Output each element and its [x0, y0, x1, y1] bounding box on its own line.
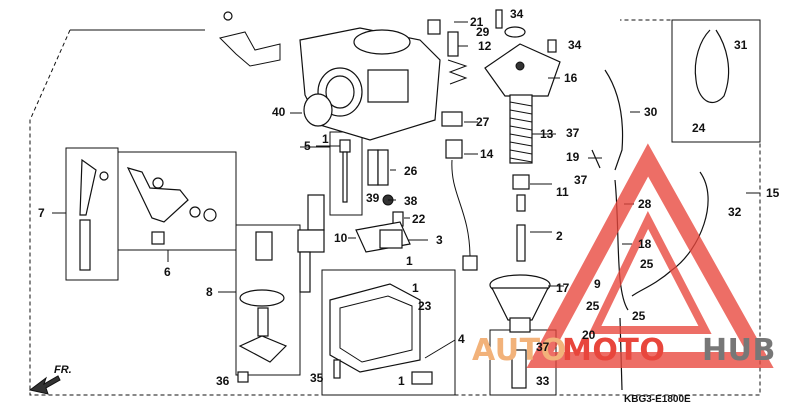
callout-22: 22	[412, 212, 426, 226]
callout-4: 4	[458, 332, 465, 346]
callout-18: 18	[638, 237, 652, 251]
callout-25-2: 25	[586, 299, 600, 313]
watermark-text-hub: HUB	[702, 333, 776, 368]
hose-19	[591, 149, 601, 169]
callout-39: 39	[366, 191, 380, 205]
callout-21: 21	[470, 15, 484, 29]
callout-20: 20	[582, 328, 596, 342]
callout-37-3: 37	[536, 340, 550, 354]
callout-3: 3	[436, 233, 443, 247]
callout-labels: 1111234567891011121314151617181920212223…	[38, 7, 780, 388]
callout-1-3: 1	[412, 281, 419, 295]
funnel-17	[489, 274, 551, 333]
hose-30	[604, 69, 624, 171]
callout-17: 17	[556, 281, 570, 295]
reference-code: KBG3-E1800E	[624, 394, 691, 405]
callout-19: 19	[566, 150, 580, 164]
callout-9: 9	[594, 277, 601, 291]
front-direction-label: FR.	[54, 364, 72, 376]
callout-16: 16	[564, 71, 578, 85]
callout-12: 12	[478, 39, 492, 53]
leader-lines	[52, 21, 760, 359]
callout-1-4: 1	[398, 374, 405, 388]
callout-37: 37	[566, 126, 580, 140]
block-3	[355, 221, 411, 253]
screw-35	[333, 359, 341, 379]
watermark-text-auto: AUTO	[472, 333, 567, 368]
callout-25: 25	[640, 257, 654, 271]
callout-38: 38	[404, 194, 418, 208]
needle-jet-parts	[339, 139, 404, 227]
lever-parts	[79, 158, 109, 271]
callout-25-3: 25	[632, 309, 646, 323]
callout-5: 5	[304, 139, 311, 153]
callout-34: 34	[510, 7, 524, 21]
float-bowl	[329, 283, 433, 385]
front-arrow-icon	[28, 375, 61, 395]
lever-group-box	[65, 147, 119, 281]
callout-27: 27	[476, 115, 490, 129]
callout-29: 29	[476, 25, 490, 39]
callout-7: 7	[38, 206, 45, 220]
callout-28: 28	[638, 197, 652, 211]
choke-cable	[451, 159, 471, 259]
o-ring-40	[303, 93, 333, 127]
carburetor-body	[219, 11, 441, 141]
top-cover	[484, 9, 561, 97]
callout-32: 32	[728, 205, 742, 219]
watermark-text-moto: MOTO	[562, 333, 665, 368]
link-parts	[126, 167, 217, 245]
callout-15: 15	[766, 186, 780, 200]
shaft-spring	[297, 194, 325, 293]
hose-33-box	[489, 329, 557, 396]
diaphragm-parts	[237, 231, 288, 383]
hose-31	[694, 29, 730, 103]
callout-23: 23	[418, 299, 432, 313]
callout-40: 40	[272, 105, 286, 119]
spring-13	[509, 94, 533, 164]
jet-11-2	[512, 174, 530, 262]
callout-30: 30	[644, 105, 658, 119]
callout-14: 14	[480, 147, 494, 161]
hose-31-box	[671, 19, 761, 143]
callout-11: 11	[556, 185, 569, 199]
cable-end	[462, 255, 478, 271]
float-bowl-box	[321, 269, 456, 396]
callout-36: 36	[216, 374, 230, 388]
callout-13: 13	[540, 127, 554, 141]
watermark-logo	[526, 143, 774, 368]
callout-26: 26	[404, 164, 418, 178]
callout-35: 35	[310, 371, 324, 385]
callout-24: 24	[692, 121, 706, 135]
callout-37-2: 37	[574, 173, 588, 187]
callout-8: 8	[206, 285, 213, 299]
callout-2: 2	[556, 229, 563, 243]
callout-1-2: 1	[406, 254, 413, 268]
callout-10: 10	[334, 231, 348, 245]
callout-6: 6	[164, 265, 171, 279]
watermark-inner-triangle-icon	[588, 211, 712, 334]
diaphragm-group-box	[235, 224, 301, 376]
hose-32	[631, 171, 709, 297]
callout-31: 31	[734, 38, 748, 52]
plunger-parts	[427, 19, 468, 159]
callout-1: 1	[322, 132, 329, 146]
callout-33: 33	[536, 374, 550, 388]
hose-33	[511, 349, 527, 389]
callout-34-2: 34	[568, 38, 582, 52]
watermark-triangle-icon	[526, 143, 774, 368]
